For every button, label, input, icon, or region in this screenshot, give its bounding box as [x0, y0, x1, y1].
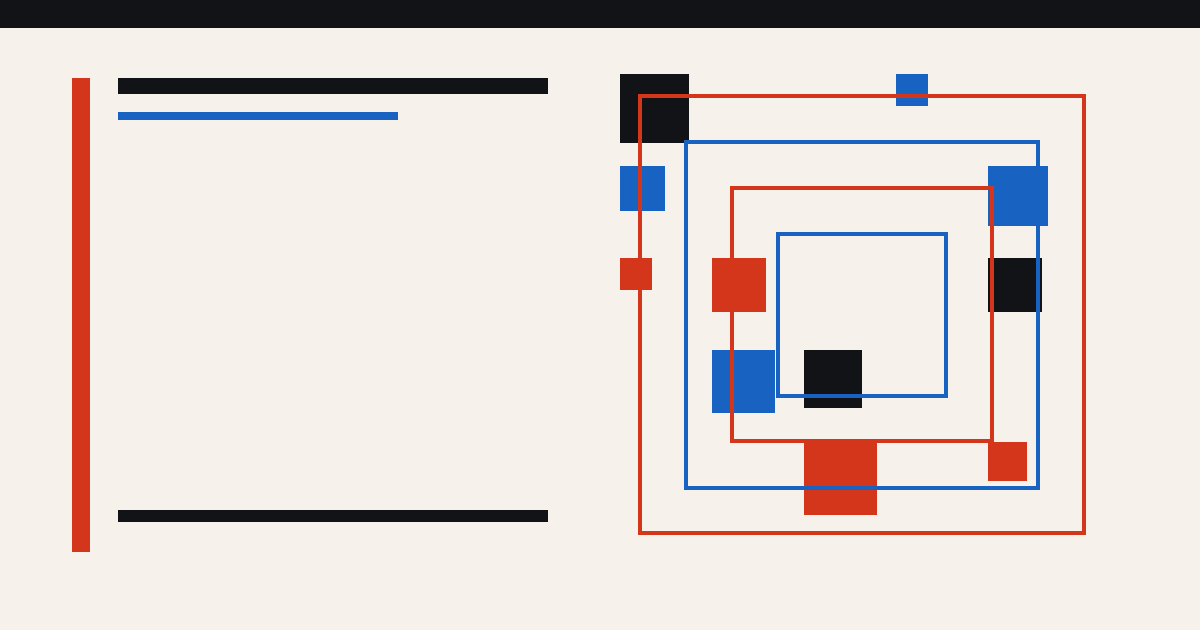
- block-black-right: [988, 258, 1042, 312]
- block-black-top-left: [620, 74, 689, 143]
- title-bar: [118, 78, 548, 94]
- block-blue-top: [896, 74, 928, 106]
- top-bar: [0, 0, 1200, 28]
- block-black-center: [804, 350, 862, 408]
- outer-red-frame: [638, 94, 1086, 535]
- block-blue-lower-left: [712, 350, 775, 413]
- left-accent-bar: [72, 78, 90, 552]
- block-blue-left: [620, 166, 665, 211]
- block-red-bottom: [804, 442, 877, 515]
- block-red-lower-right: [988, 442, 1027, 481]
- footer-bar: [118, 510, 548, 522]
- block-red-mid: [712, 258, 766, 312]
- block-red-left-small: [620, 258, 652, 290]
- blue-frame-2: [684, 140, 1040, 490]
- inner-blue-frame: [776, 232, 948, 398]
- red-frame-3: [730, 186, 994, 443]
- subtitle-bar: [118, 112, 398, 120]
